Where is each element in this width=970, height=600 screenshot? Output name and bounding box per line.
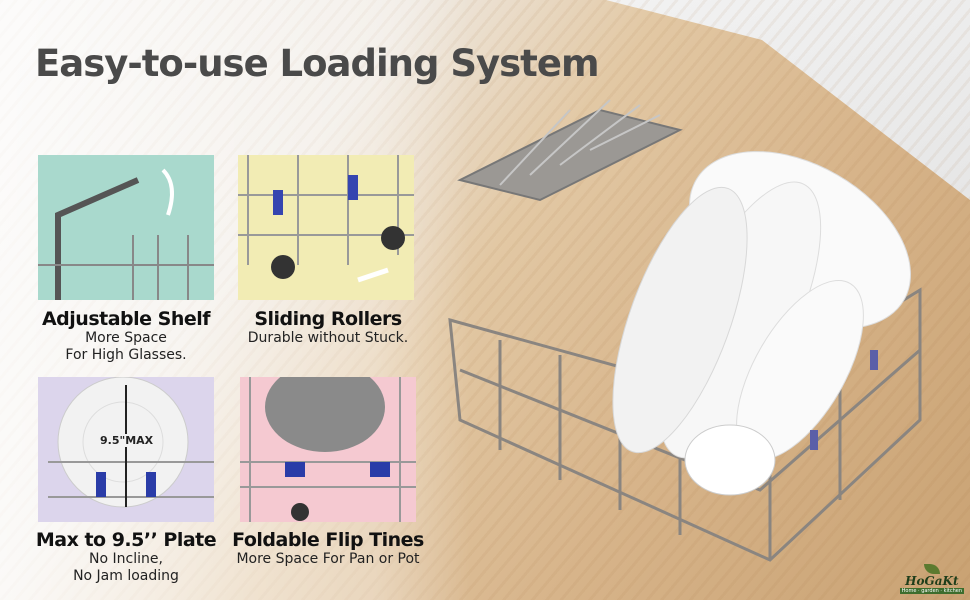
leaf-icon xyxy=(923,564,940,574)
flip-tines-image xyxy=(240,377,416,522)
plate-size-label: 9.5"MAX xyxy=(100,434,154,447)
sliding-rollers-image xyxy=(238,155,414,300)
page-title: Easy-to-use Loading System xyxy=(35,42,600,85)
feature-adjustable-shelf: Adjustable Shelf More Space For High Gla… xyxy=(41,308,211,363)
feature-flip-tines: Foldable Flip Tines More Space For Pan o… xyxy=(232,529,424,567)
brand-logo: HoGaKt Home · garden · kitchen xyxy=(899,564,964,594)
feature-sliding-rollers: Sliding Rollers Durable without Stuck. xyxy=(247,308,409,346)
adjustable-shelf-image xyxy=(38,155,214,300)
feature-max-plate: Max to 9.5’’ Plate No Incline, No Jam lo… xyxy=(35,529,217,584)
dish-rack-image xyxy=(448,99,922,562)
max-plate-image: 9.5"MAX xyxy=(38,377,214,522)
